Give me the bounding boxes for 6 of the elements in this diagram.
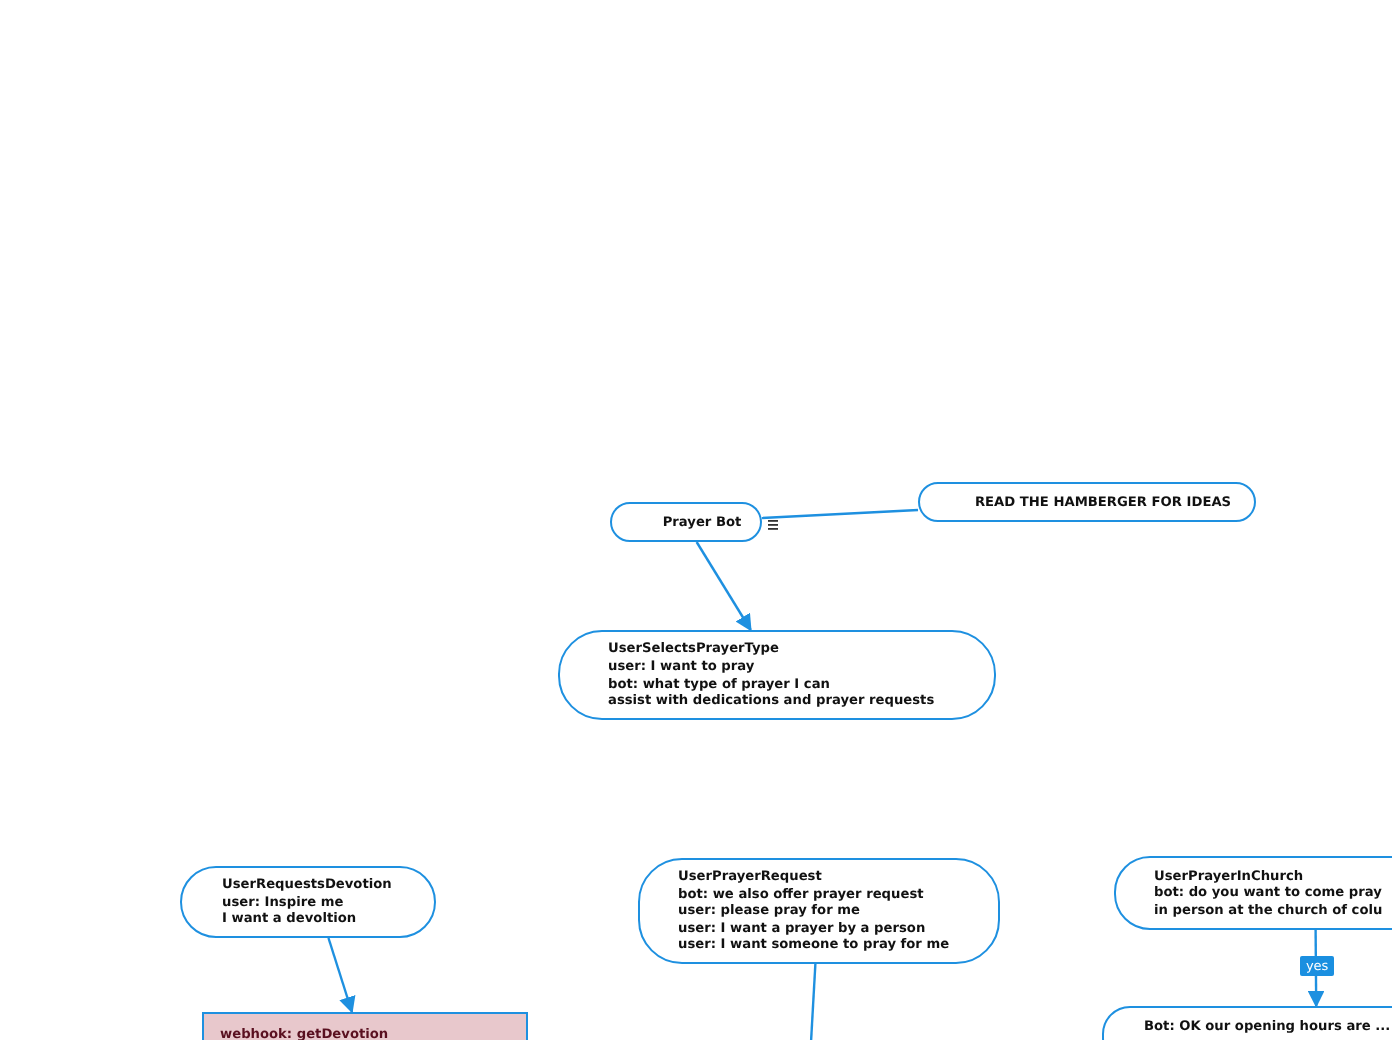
dialog-node [558, 630, 996, 720]
dialog-node [918, 482, 1256, 522]
dialog-node [180, 866, 436, 938]
dialog-node [638, 858, 1000, 964]
dialog-node [1114, 856, 1392, 930]
dialog-node [610, 502, 762, 542]
